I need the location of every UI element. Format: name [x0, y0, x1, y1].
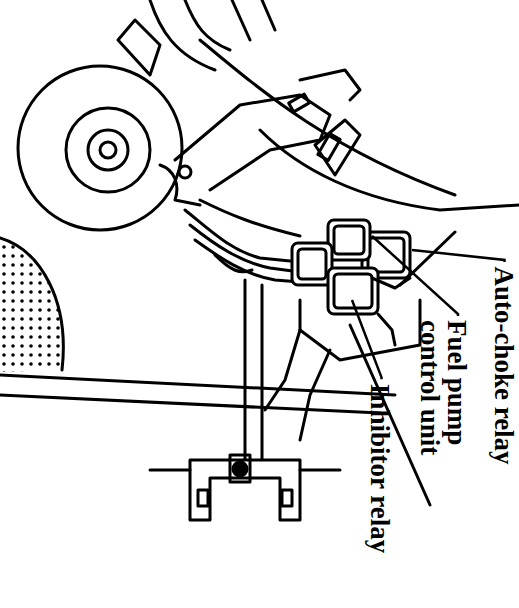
- part-label: Auto-choke relay: [489, 266, 516, 464]
- leader-line: [352, 300, 382, 379]
- leader-line: [372, 236, 458, 316]
- leader-line: [412, 250, 504, 262]
- part-label: Inhibitor relay: [367, 383, 394, 552]
- part-label: Fuel pump control unit: [416, 320, 470, 500]
